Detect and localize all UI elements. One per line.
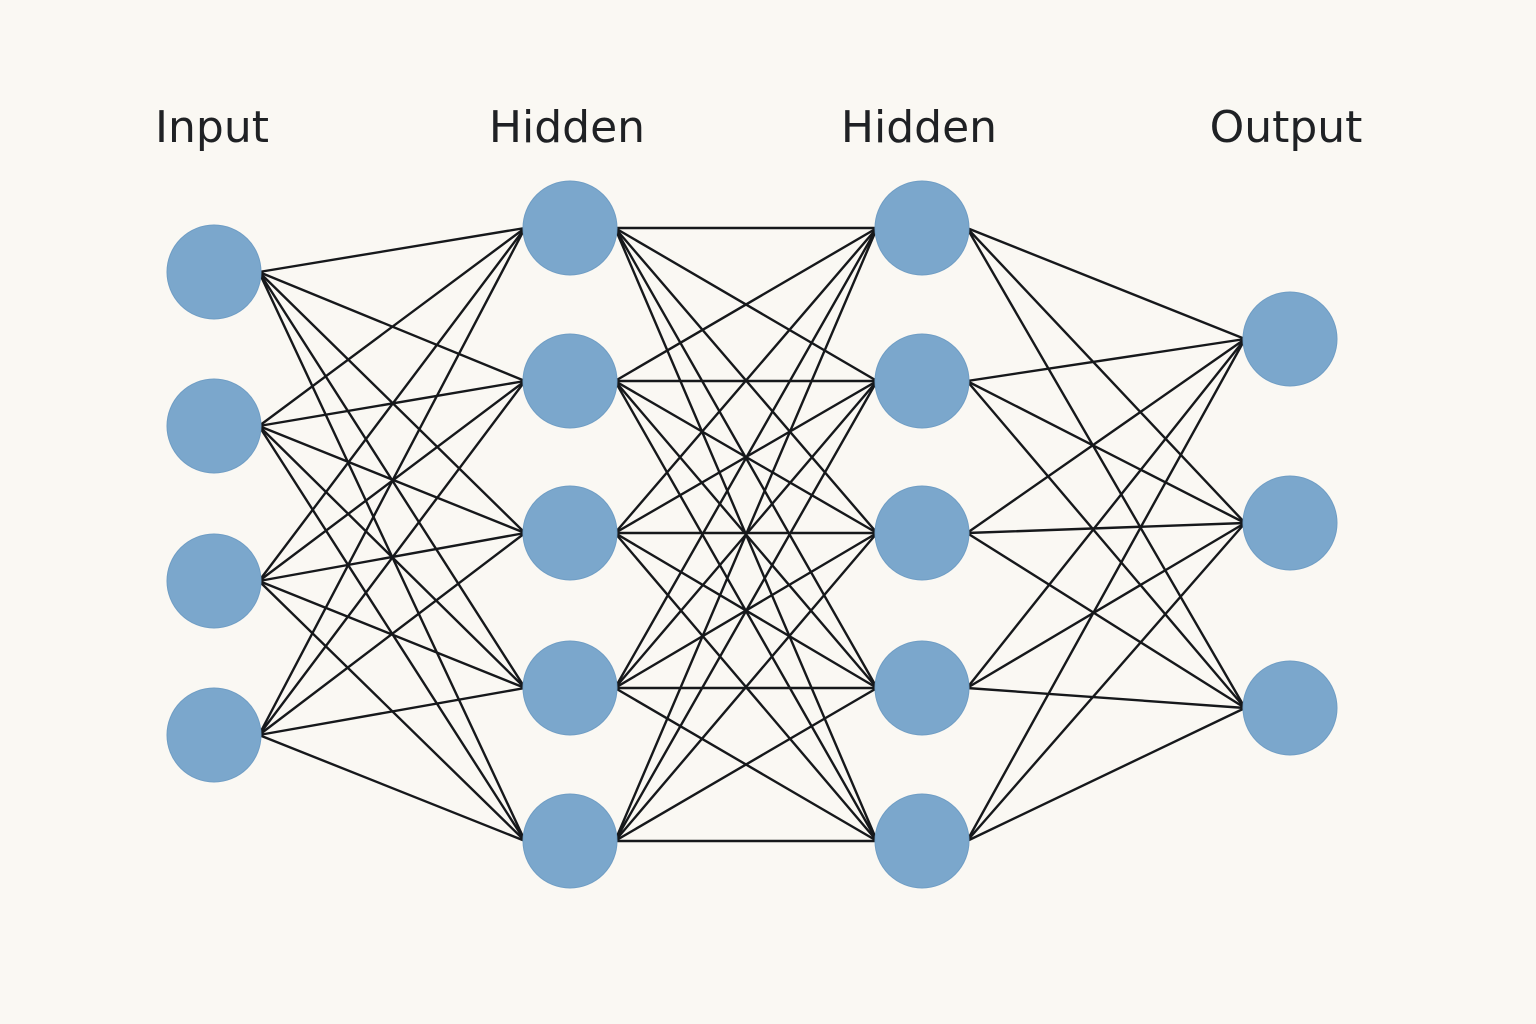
connection-hidden-2-4-to-output-3 [965,686,1247,710]
neuron-output-2 [1242,475,1338,571]
neuron-output-1 [1242,291,1338,387]
connection-hidden-2-2-to-output-3 [965,379,1247,710]
connection-hidden-1-5-to-hidden-2-1 [613,226,879,843]
connection-input-1-to-hidden-1-1 [257,226,527,274]
neuron-hidden-2-4 [874,640,970,736]
connection-hidden-2-1-to-output-3 [965,226,1247,710]
connection-hidden-2-2-to-output-2 [965,379,1247,525]
connection-hidden-2-2-to-output-1 [965,337,1247,383]
connection-hidden-2-1-to-output-2 [965,226,1247,525]
connection-hidden-2-4-to-output-2 [965,521,1247,690]
connection-input-4-to-hidden-1-4 [257,686,527,737]
connections [257,226,1247,843]
connection-hidden-2-4-to-output-1 [965,337,1247,690]
connection-hidden-2-5-to-output-1 [965,337,1247,843]
connection-hidden-1-3-to-hidden-2-1 [613,226,879,535]
neuron-output-3 [1242,660,1338,756]
layer-label-hidden-2: Hidden [841,102,997,153]
neuron-hidden-1-1 [522,180,618,276]
connection-hidden-1-4-to-hidden-2-1 [613,226,879,690]
layer-labels: Input Hidden Hidden Output [155,102,1362,153]
connection-input-2-to-hidden-1-1 [257,226,527,428]
neuron-input-4 [166,687,262,783]
connection-input-4-to-hidden-1-3 [257,531,527,737]
connection-input-4-to-hidden-1-1 [257,226,527,737]
connection-hidden-1-5-to-hidden-2-4 [613,686,879,843]
neuron-hidden-2-1 [874,180,970,276]
connection-hidden-2-3-to-output-3 [965,531,1247,710]
neuron-hidden-2-5 [874,793,970,889]
neuron-hidden-1-5 [522,793,618,889]
neuron-input-2 [166,378,262,474]
layer-label-hidden-1: Hidden [489,102,645,153]
connection-hidden-1-5-to-hidden-2-2 [613,379,879,843]
connection-hidden-1-2-to-hidden-2-1 [613,226,879,383]
neuron-hidden-1-3 [522,485,618,581]
connection-hidden-2-5-to-output-3 [965,706,1247,843]
layer-label-input: Input [155,102,269,153]
neuron-input-3 [166,533,262,629]
neuron-hidden-2-2 [874,333,970,429]
neurons [166,180,1338,889]
connection-input-4-to-hidden-1-2 [257,379,527,737]
connection-hidden-1-5-to-hidden-2-3 [613,531,879,843]
connection-input-4-to-hidden-1-5 [257,733,527,843]
neuron-input-1 [166,224,262,320]
neuron-hidden-2-3 [874,485,970,581]
connection-hidden-2-3-to-output-2 [965,521,1247,535]
neuron-hidden-1-4 [522,640,618,736]
layer-label-output: Output [1210,102,1363,153]
connection-hidden-2-3-to-output-1 [965,337,1247,535]
neuron-hidden-1-2 [522,333,618,429]
connection-hidden-2-1-to-output-1 [965,226,1247,341]
connection-input-3-to-hidden-1-1 [257,226,527,583]
connection-hidden-2-5-to-output-2 [965,521,1247,843]
